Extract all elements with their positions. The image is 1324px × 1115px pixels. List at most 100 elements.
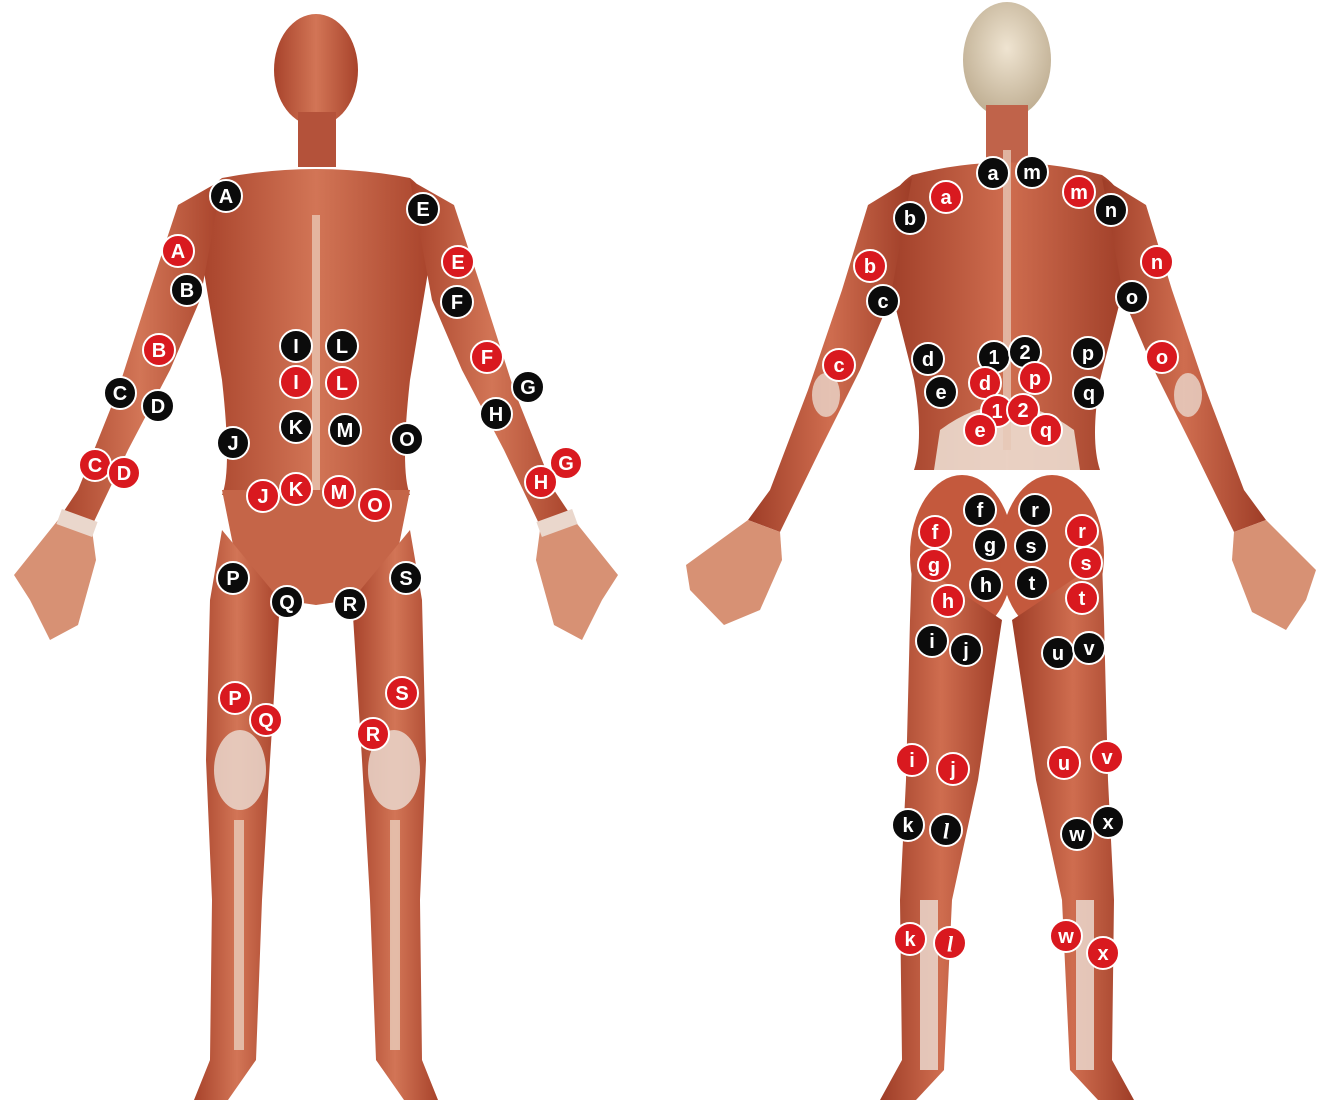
marker-black-J: J [217, 427, 249, 459]
marker-red-H: H [525, 466, 557, 498]
marker-label: B [180, 280, 194, 302]
marker-black-h: h [970, 569, 1002, 601]
marker-black-C: C [104, 377, 136, 409]
marker-red-m: m [1063, 176, 1095, 208]
marker-label: G [558, 453, 574, 475]
back-right-hand [686, 520, 782, 625]
marker-label: p [1082, 343, 1094, 365]
marker-black-v: v [1073, 632, 1105, 664]
marker-red-S: S [386, 677, 418, 709]
marker-black-x: x [1092, 806, 1124, 838]
marker-label: t [1029, 573, 1036, 595]
marker-red-o: o [1146, 341, 1178, 373]
front-right-shin [234, 820, 244, 1050]
marker-black-j: j [950, 634, 982, 666]
marker-red-q: q [1030, 414, 1062, 446]
front-right-knee [214, 730, 266, 810]
marker-red-J: J [247, 480, 279, 512]
marker-black-e: e [925, 376, 957, 408]
marker-label: R [343, 594, 358, 616]
back-right-achilles [920, 900, 938, 1070]
marker-label: O [399, 429, 415, 451]
marker-red-u: u [1048, 747, 1080, 779]
marker-black-a: a [977, 157, 1009, 189]
marker-label: p [1029, 368, 1041, 390]
marker-label: K [289, 417, 304, 439]
marker-label: b [864, 256, 876, 278]
marker-red-A: A [162, 235, 194, 267]
marker-label: e [974, 420, 985, 442]
marker-label: P [226, 568, 239, 590]
marker-black-A: A [210, 180, 242, 212]
marker-black-c: c [867, 285, 899, 317]
marker-black-b: b [894, 202, 926, 234]
marker-label: I [293, 336, 299, 358]
marker-black-i: i [916, 625, 948, 657]
marker-red-t: t [1066, 582, 1098, 614]
marker-black-n: n [1095, 194, 1127, 226]
front-linea-alba [312, 215, 320, 505]
marker-label: t [1079, 588, 1086, 610]
marker-label: F [481, 347, 493, 369]
marker-label: Q [279, 592, 295, 614]
marker-red-r: r [1066, 515, 1098, 547]
marker-label: A [219, 186, 233, 208]
marker-black-F: F [441, 286, 473, 318]
marker-label: m [1070, 182, 1088, 204]
marker-black-w: w [1061, 818, 1093, 850]
marker-red-E: E [442, 246, 474, 278]
marker-black-I: I [280, 330, 312, 362]
marker-label: f [977, 500, 984, 522]
marker-black-g: g [974, 529, 1006, 561]
marker-label: d [922, 349, 934, 371]
marker-label: x [1102, 812, 1113, 834]
marker-label: L [336, 373, 348, 395]
marker-label: x [1097, 943, 1108, 965]
marker-label: q [1083, 383, 1095, 405]
marker-label: D [117, 463, 131, 485]
marker-red-D: D [108, 457, 140, 489]
front-left-shin [390, 820, 400, 1050]
front-neck [298, 112, 336, 167]
back-left-elbow [1174, 373, 1202, 417]
marker-label: u [1052, 643, 1064, 665]
marker-label: 1 [988, 347, 999, 369]
marker-label: D [151, 396, 165, 418]
marker-label: g [984, 535, 996, 557]
marker-label: q [1040, 420, 1052, 442]
marker-red-l: l [934, 927, 966, 959]
marker-red-e: e [964, 414, 996, 446]
marker-red-C: C [79, 449, 111, 481]
marker-label: o [1126, 287, 1138, 309]
marker-label: G [520, 377, 536, 399]
back-left-hand [1232, 520, 1316, 630]
marker-black-k: k [892, 809, 924, 841]
marker-label: n [1105, 200, 1117, 222]
marker-red-b: b [854, 250, 886, 282]
front-left-hand [536, 520, 618, 640]
marker-red-L: L [326, 367, 358, 399]
front-right-hand [14, 520, 96, 640]
marker-label: c [877, 291, 888, 313]
marker-label: M [337, 420, 354, 442]
marker-label: 2 [1019, 342, 1030, 364]
marker-black-E: E [407, 193, 439, 225]
marker-label: k [904, 929, 916, 951]
marker-label: r [1031, 500, 1039, 522]
marker-black-u: u [1042, 637, 1074, 669]
marker-red-i: i [896, 744, 928, 776]
marker-label: P [228, 688, 241, 710]
marker-label: w [1057, 926, 1074, 948]
marker-label: K [289, 479, 304, 501]
marker-red-F: F [471, 341, 503, 373]
marker-label: B [152, 340, 166, 362]
marker-black-f: f [964, 494, 996, 526]
marker-red-s: s [1070, 547, 1102, 579]
marker-label: i [909, 750, 915, 772]
marker-red-I: I [280, 366, 312, 398]
marker-label: H [489, 404, 503, 426]
marker-label: j [949, 759, 956, 781]
marker-label: l [943, 819, 950, 844]
